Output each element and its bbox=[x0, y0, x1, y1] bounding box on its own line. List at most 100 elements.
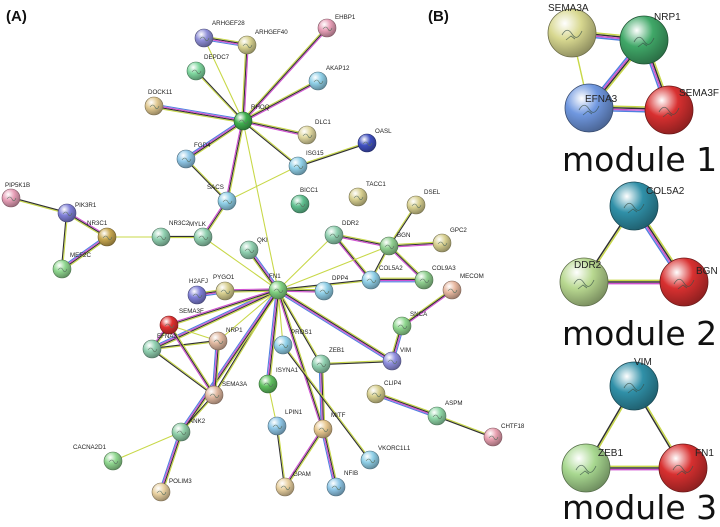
edge-fn1-zeb1 bbox=[276, 289, 323, 365]
protein-structure-icon bbox=[244, 248, 255, 254]
node-nfib[interactable]: NFIB bbox=[326, 470, 358, 497]
node-label: ARHGEF28 bbox=[212, 20, 245, 27]
node-mef2c[interactable]: MEF2C bbox=[52, 252, 92, 279]
node-col5a2[interactable]: COL5A2 bbox=[361, 265, 403, 290]
node-ehbp1[interactable]: EHBP1 bbox=[317, 14, 356, 38]
node-nr3c1[interactable]: NR3C1 bbox=[87, 220, 117, 247]
edge-mitf-gpam bbox=[283, 427, 325, 489]
module-2-node-ddr2[interactable]: DDR2 bbox=[559, 257, 609, 307]
node-oasl[interactable]: OASL bbox=[357, 128, 392, 153]
edge-sacs-isg15 bbox=[226, 165, 299, 202]
module-1-node-sema3f[interactable]: SEMA3F bbox=[644, 85, 719, 135]
node-nr3c2[interactable]: NR3C2 bbox=[151, 220, 190, 247]
protein-structure-icon bbox=[238, 119, 249, 125]
node-vkorc1l1[interactable]: VKORC1L1 bbox=[360, 445, 411, 470]
node-depdc7[interactable]: DEPDC7 bbox=[186, 54, 230, 81]
node-isg15[interactable]: ISG15 bbox=[288, 150, 324, 176]
node-mitf[interactable]: MITF bbox=[313, 412, 346, 439]
node-ddr2[interactable]: DDR2 bbox=[324, 220, 359, 245]
node-label: VKORC1L1 bbox=[378, 445, 411, 452]
node-sphere bbox=[658, 443, 708, 493]
node-dlc1[interactable]: DLC1 bbox=[297, 119, 331, 145]
node-sphere bbox=[324, 225, 344, 245]
node-fgd4[interactable]: FGD4 bbox=[176, 142, 211, 169]
node-sphere bbox=[187, 285, 207, 305]
node-qki[interactable]: QKI bbox=[239, 237, 268, 260]
node-sphere bbox=[208, 331, 228, 351]
node-sphere bbox=[159, 315, 179, 335]
node-gpc2[interactable]: GPC2 bbox=[432, 227, 467, 253]
protein-structure-icon bbox=[623, 382, 645, 394]
module-node-label: EFNA3 bbox=[585, 94, 618, 105]
node-pip5k1b[interactable]: PIP5K1B bbox=[1, 182, 30, 208]
node-aspm[interactable]: ASPM bbox=[427, 400, 463, 426]
node-mylk[interactable]: MYLK bbox=[189, 221, 213, 247]
protein-structure-icon bbox=[181, 157, 192, 163]
node-sphere bbox=[609, 181, 659, 231]
edge-rhoq-dlc1 bbox=[242, 119, 308, 137]
node-zeb1[interactable]: ZEB1 bbox=[311, 347, 345, 374]
node-sphere bbox=[561, 443, 611, 493]
node-ank2[interactable]: ANK2 bbox=[171, 418, 206, 442]
node-clip4[interactable]: CLIP4 bbox=[366, 380, 402, 404]
module-1-node-sema3a[interactable]: SEMA3A bbox=[547, 3, 597, 58]
node-sphere bbox=[357, 133, 377, 153]
protein-structure-icon bbox=[295, 202, 306, 208]
node-sphere bbox=[564, 83, 614, 133]
protein-structure-icon bbox=[331, 485, 342, 491]
protein-structure-icon bbox=[149, 104, 160, 110]
node-nrp1[interactable]: NRP1 bbox=[208, 327, 243, 351]
node-dsel[interactable]: DSEL bbox=[406, 189, 441, 215]
protein-structure-icon bbox=[102, 235, 113, 241]
node-dpp4[interactable]: DPP4 bbox=[314, 275, 349, 301]
node-bicc1[interactable]: BICC1 bbox=[290, 187, 319, 214]
node-arhgef28[interactable]: ARHGEF28 bbox=[194, 20, 245, 48]
edge-pik3r1-pip5k1b bbox=[10, 196, 68, 215]
node-vim[interactable]: VIM bbox=[382, 347, 411, 371]
node-col9a3[interactable]: COL9A3 bbox=[414, 265, 456, 290]
module-3-node-vim[interactable]: VIM bbox=[609, 357, 659, 411]
module-1-node-nrp1[interactable]: NRP1 bbox=[619, 12, 681, 65]
protein-structure-icon bbox=[673, 278, 695, 290]
module-3-node-fn1[interactable]: FN1 bbox=[658, 443, 714, 493]
node-sphere bbox=[311, 354, 331, 374]
node-label: NFIB bbox=[344, 470, 358, 477]
node-akap12[interactable]: AKAP12 bbox=[308, 65, 350, 91]
node-sphere bbox=[442, 280, 462, 300]
node-lpin1[interactable]: LPIN1 bbox=[267, 409, 303, 436]
node-pros1[interactable]: PROS1 bbox=[273, 329, 313, 355]
node-pygo1[interactable]: PYGO1 bbox=[213, 274, 235, 301]
node-sacs[interactable]: SACS bbox=[207, 184, 237, 211]
node-rhoq[interactable]: RHOQ bbox=[233, 104, 270, 131]
module-3-node-zeb1[interactable]: ZEB1 bbox=[561, 443, 623, 493]
node-bgn[interactable]: BGN bbox=[379, 232, 410, 256]
node-h2afj[interactable]: H2AFJ bbox=[187, 278, 208, 305]
module-2-node-bgn[interactable]: BGN bbox=[659, 257, 718, 307]
node-sema3a[interactable]: SEMA3A bbox=[204, 381, 248, 405]
protein-structure-icon bbox=[222, 199, 233, 205]
node-sema3f[interactable]: SEMA3F bbox=[159, 308, 204, 335]
node-label: ANK2 bbox=[189, 418, 206, 425]
node-label: QKI bbox=[257, 237, 268, 244]
node-polim3[interactable]: POLIM3 bbox=[151, 478, 192, 502]
node-cacna2d1[interactable]: CACNA2D1 bbox=[73, 444, 123, 471]
node-snca[interactable]: SNCA bbox=[392, 311, 428, 336]
module-1-node-efna3[interactable]: EFNA3 bbox=[564, 83, 618, 133]
node-mecom[interactable]: MECOM bbox=[442, 273, 484, 300]
node-label: ISG15 bbox=[306, 150, 324, 157]
node-arhgef40[interactable]: ARHGEF40 bbox=[237, 29, 288, 55]
node-sphere bbox=[176, 149, 196, 169]
node-isyna1[interactable]: ISYNA1 bbox=[258, 367, 299, 394]
node-gpam[interactable]: GPAM bbox=[275, 471, 311, 497]
node-efna3[interactable]: EFNA3 bbox=[142, 333, 178, 359]
protein-structure-icon bbox=[6, 196, 17, 202]
node-sphere bbox=[144, 96, 164, 116]
node-fn1[interactable]: FN1 bbox=[268, 273, 288, 300]
node-chtf18[interactable]: CHTF18 bbox=[483, 423, 525, 447]
module-2-node-col5a2[interactable]: COL5A2 bbox=[609, 181, 685, 231]
node-label: MEF2C bbox=[70, 252, 92, 259]
node-pik3r1[interactable]: PIK3R1 bbox=[57, 202, 97, 223]
node-label: NR3C2 bbox=[169, 220, 190, 227]
node-dock11[interactable]: DOCK11 bbox=[144, 89, 173, 116]
node-tacc1[interactable]: TACC1 bbox=[348, 181, 386, 207]
